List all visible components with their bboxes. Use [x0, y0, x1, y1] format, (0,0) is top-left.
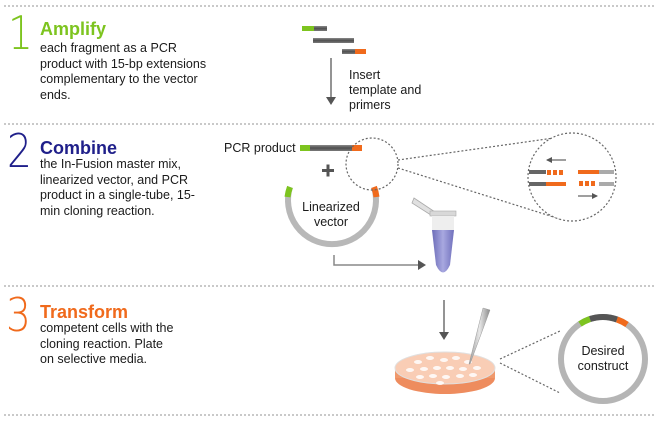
step-desc-combine: the In-Fusion master mix, linearized vec… — [40, 157, 195, 218]
fragment-2 — [313, 38, 354, 43]
petri-dish-icon — [394, 351, 496, 394]
step-title-transform: Transform — [40, 302, 129, 322]
divider-step-2 — [4, 123, 654, 125]
desired-construct-icon — [558, 314, 648, 404]
reaction-tube-icon — [411, 197, 457, 273]
step-title-amplify: Amplify — [40, 19, 107, 39]
step-number-3: 3 — [6, 288, 31, 342]
ligation-detail-icon — [527, 132, 617, 222]
linearized-vector-icon — [284, 185, 380, 248]
zoom-circle-small — [345, 137, 399, 191]
step-title-combine: Combine — [40, 138, 118, 158]
divider-step-3 — [4, 285, 654, 287]
plus-icon — [322, 164, 334, 177]
desired-construct-label: Desired construct — [577, 344, 629, 373]
linearized-vector-label: Linearized vector — [302, 200, 360, 229]
step-number-1: 1 — [8, 6, 33, 60]
divider-bottom — [4, 414, 654, 416]
step-number-2: 2 — [7, 124, 32, 178]
insert-template-label: Insert template and primers — [349, 68, 422, 112]
pcr-fragments-icon — [302, 26, 366, 54]
step-desc-transform: competent cells with the cloning reactio… — [40, 321, 174, 366]
fragment-1 — [302, 26, 314, 31]
down-arrow-icon — [326, 58, 336, 105]
pcr-product-label: PCR product — [224, 141, 296, 155]
divider-top — [4, 5, 654, 7]
fragment-3-gray — [342, 49, 355, 54]
fragment-1-gray — [314, 26, 327, 31]
down-arrow-icon-2 — [439, 300, 449, 340]
fragment-3-orange — [355, 49, 366, 54]
right-arrow-icon — [333, 255, 426, 270]
pcr-product-icon — [300, 145, 362, 151]
step-desc-amplify: each fragment as a PCR product with 15-b… — [40, 41, 207, 102]
pipette-tip-icon — [468, 307, 491, 365]
